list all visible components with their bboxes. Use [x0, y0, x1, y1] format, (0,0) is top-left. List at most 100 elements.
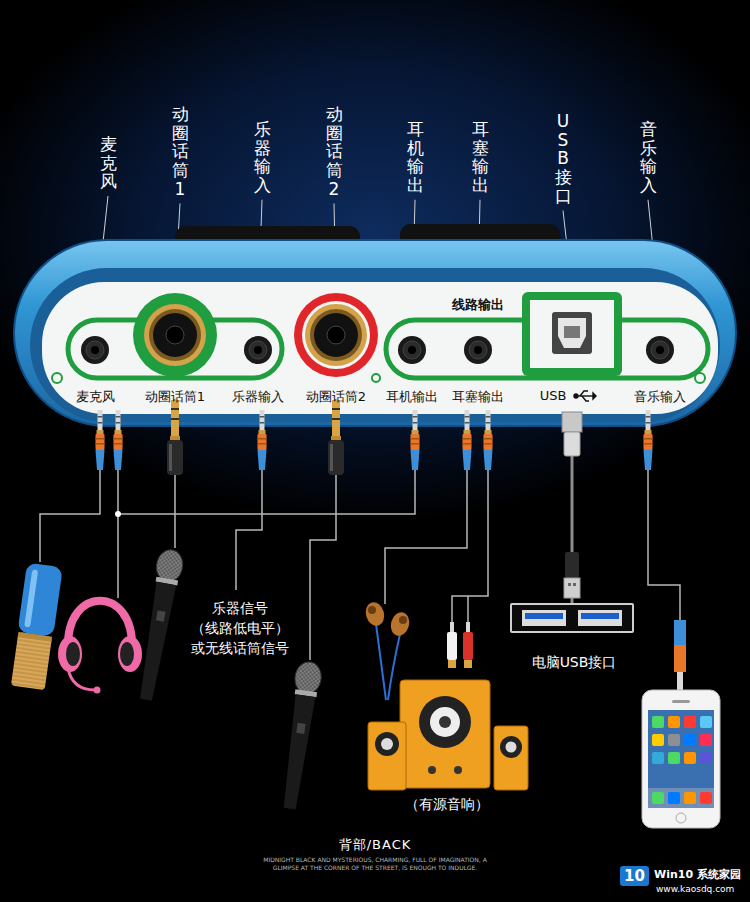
speaker-set: [430, 707, 460, 737]
usb-b-port: [552, 312, 592, 354]
combo-jack: [166, 326, 184, 344]
cable-wire: [118, 470, 415, 598]
device-housing: [30, 268, 720, 422]
port-title: 麦克风: [100, 135, 117, 191]
dynamic-mic: [156, 610, 166, 621]
phone: [674, 620, 686, 645]
dynamic-mic: [277, 660, 323, 810]
headphones: [58, 601, 142, 694]
usb-a-port: [525, 613, 563, 619]
audio-jack: [646, 336, 674, 364]
speaker-set: [506, 742, 517, 753]
audio-jack: [91, 346, 99, 354]
device-housing: [14, 240, 736, 426]
usb-plug: [562, 412, 582, 432]
port-title: 动圈话筒2: [326, 105, 343, 198]
audio-jack: [244, 336, 272, 364]
usb-plug: [564, 578, 580, 598]
speaker-caption: （有源音响）: [405, 796, 489, 814]
speaker-set: [375, 732, 399, 756]
phone: [648, 710, 714, 808]
rca-plug: [448, 660, 456, 668]
phone: [674, 645, 686, 672]
phone: [642, 620, 720, 828]
audio-jack: [469, 341, 487, 359]
phone: [676, 813, 686, 823]
headphones: [118, 636, 142, 672]
combo-jack: [133, 293, 217, 377]
dynamic-mic: [136, 582, 176, 702]
port-title: 耳塞输出: [472, 120, 489, 195]
speaker-set: [368, 680, 528, 790]
speaker-set: [419, 696, 471, 748]
phone: [700, 752, 712, 764]
usb-plug: [573, 583, 576, 586]
usb-a-port: [581, 613, 619, 619]
port-title: 音乐输入: [640, 120, 657, 195]
combo-jack: [144, 304, 206, 366]
headphones: [58, 636, 82, 672]
phone: [700, 792, 712, 804]
usb-a-port: [522, 610, 566, 626]
usb-symbol: [582, 396, 589, 401]
speaker-set: [400, 680, 490, 788]
front-panel: 线路输出麦克风动圈话筒1乐器输入动圈话筒2耳机输出耳塞输出USB音乐输入: [42, 282, 718, 414]
speaker-set: [494, 726, 528, 790]
watermark-url: www.kaosdq.com: [656, 884, 734, 894]
rca-plug: [447, 632, 457, 660]
slogan-text: MIDNIGHT BLACK AND MYSTERIOUS, CHARMING,…: [255, 856, 495, 872]
phone: [648, 788, 714, 808]
device-housing: [14, 240, 736, 426]
audio-jack: [249, 341, 267, 359]
condenser-mic: [11, 632, 52, 690]
usb-b-port: [522, 292, 622, 376]
phone: [668, 716, 680, 728]
jack-surround: [52, 373, 62, 383]
audio-jack: [81, 336, 109, 364]
usb-symbol: [574, 391, 596, 401]
port-title: USB接口: [555, 112, 572, 205]
jack-label: 线路输出: [452, 296, 504, 314]
jack-label: 乐器输入: [232, 388, 284, 406]
cable-wire: [40, 470, 100, 562]
audio-jack: [403, 341, 421, 359]
combo-jack: [294, 293, 378, 377]
earbuds: [376, 624, 386, 700]
combo-jack: [327, 326, 345, 344]
headphones: [68, 668, 95, 690]
jack-label: 耳塞输出: [452, 388, 504, 406]
phone: [652, 792, 664, 804]
combo-jack: [149, 309, 201, 361]
dynamic-mic: [133, 548, 185, 702]
combo-jack: [302, 301, 370, 369]
phone: [700, 734, 712, 746]
usb-symbol: [580, 391, 588, 396]
usb-b-port: [564, 326, 580, 338]
signal-note: 乐器信号 （线路低电平） 或无线话筒信号: [184, 598, 296, 658]
audio-plug: [484, 410, 493, 470]
condenser-mic: [10, 562, 63, 690]
combo-jack: [153, 313, 197, 357]
port-title: 动圈话筒1: [172, 105, 189, 198]
cable-wire: [467, 596, 469, 622]
device-label: 电脑USB接口: [532, 654, 617, 672]
audio-jack: [254, 346, 262, 354]
phone: [668, 752, 680, 764]
speaker-set: [381, 738, 393, 750]
earbuds: [368, 606, 376, 614]
rca-plug: [447, 622, 473, 668]
usb-a-ports: [512, 605, 632, 631]
combo-jack: [310, 309, 362, 361]
audio-plug: [411, 410, 420, 470]
earbuds: [388, 610, 412, 638]
jack-surround: [372, 374, 380, 382]
earbuds: [399, 616, 407, 624]
usb-symbol: [593, 393, 596, 399]
headphones: [94, 687, 101, 694]
cable-wire: [385, 470, 467, 604]
audio-plug: [328, 400, 344, 475]
condenser-mic: [24, 569, 38, 627]
cable-wire: [310, 475, 336, 660]
usb-symbol: [574, 394, 578, 398]
